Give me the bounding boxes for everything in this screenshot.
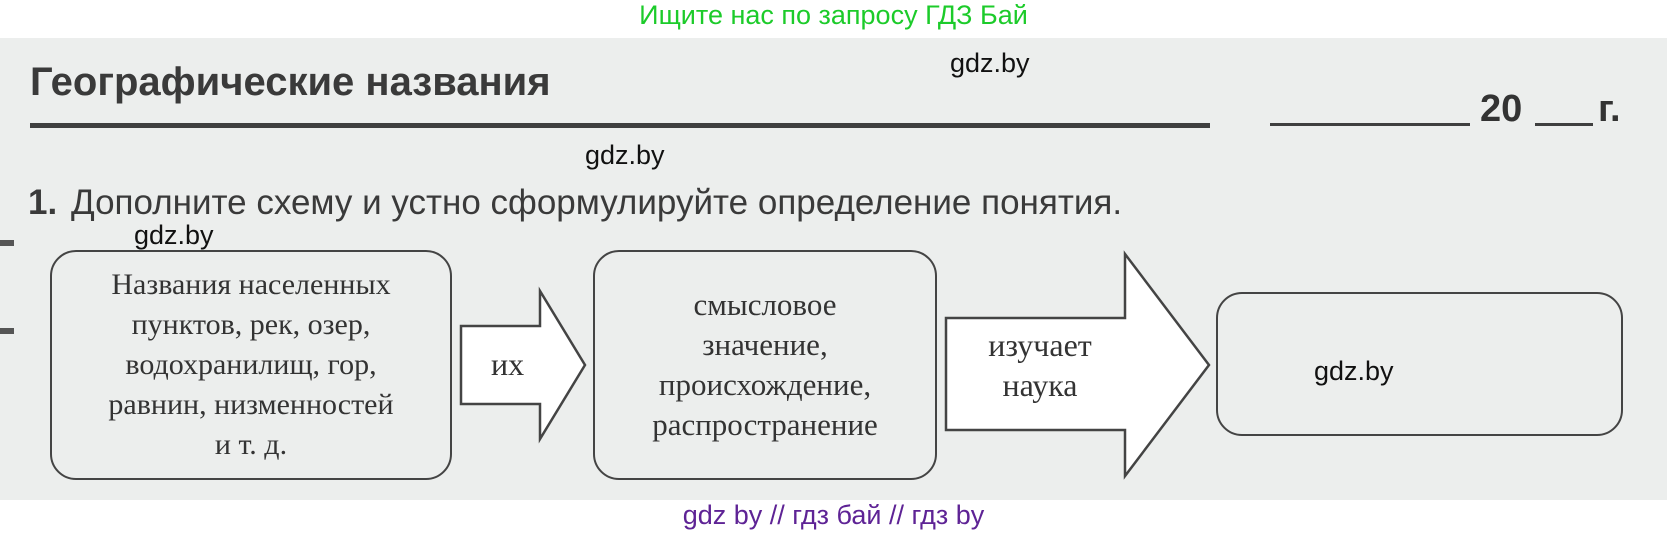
scheme-box-meaning: смысловое значение, происхождение, распр… [593, 250, 937, 480]
scheme-arrow-small [459, 286, 587, 444]
watermark: gdz.by [950, 48, 1030, 78]
watermark: gdz.by [1314, 356, 1394, 386]
arrow-label-line: изучает [988, 327, 1092, 363]
task-number: 1. [28, 183, 58, 222]
margin-mark [0, 328, 14, 334]
scheme-box-line: и т. д. [214, 428, 288, 461]
watermark: gdz.by [585, 140, 665, 170]
scheme-arrow-large [944, 250, 1211, 480]
margin-mark [0, 240, 14, 246]
title-underline [30, 123, 1210, 128]
arrow-label-science: изучает наука [950, 325, 1130, 405]
page-title: Географические названия [30, 60, 551, 104]
scheme-box-line: значение, [702, 327, 828, 362]
task-text: Дополните схему и устно сформулируйте оп… [71, 183, 1123, 222]
scheme-box-names: Названия населенных пунктов, рек, озер, … [50, 250, 452, 480]
scheme-box-line: пунктов, рек, озер, [131, 308, 371, 341]
bottom-banner-links[interactable]: gdz by // гдз бай // гдз by [682, 500, 985, 530]
scheme-box-line: смысловое [693, 287, 837, 322]
scheme-box-line: происхождение, [658, 367, 872, 402]
arrow-label-line: наука [1002, 367, 1078, 403]
scheme-box-answer[interactable] [1216, 292, 1623, 436]
scheme-box-line: распространение [652, 407, 878, 442]
arrow-label-ih: их [490, 346, 525, 382]
date-blank-line [1270, 123, 1470, 126]
date-year-prefix: 20 [1480, 88, 1523, 130]
watermark: gdz.by [134, 220, 214, 250]
top-banner[interactable]: Ищите нас по запросу ГДЗ Бай [639, 0, 1028, 30]
scheme-box-line: водохранилищ, гор, [125, 348, 377, 381]
scheme-box-line: равнин, низменностей [108, 388, 394, 421]
date-year-blank-line [1535, 123, 1593, 126]
date-suffix: г. [1598, 88, 1621, 130]
scheme-box-line: Названия населенных [111, 268, 391, 301]
